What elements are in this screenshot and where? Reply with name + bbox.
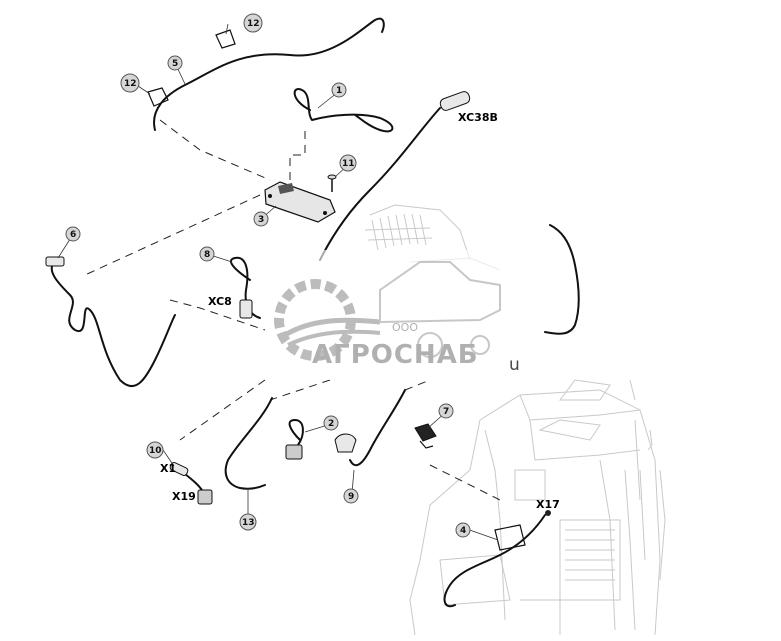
- harness-5: [147, 17, 385, 131]
- callout-4: 4: [455, 522, 471, 538]
- label-x19: X19: [172, 490, 196, 503]
- connector-labels: XC38B XC8 X1 X19 X17: [160, 111, 560, 511]
- svg-text:7: 7: [443, 407, 449, 417]
- callout-6: 6: [65, 226, 81, 242]
- label-x1: X1: [160, 462, 176, 475]
- svg-text:11: 11: [342, 159, 355, 169]
- svg-text:8: 8: [204, 250, 210, 260]
- watermark-suffix: u: [509, 355, 520, 375]
- callout-8: 8: [199, 246, 215, 262]
- harness-1: [293, 88, 394, 133]
- callout-1: 1: [331, 82, 347, 98]
- label-xc38b: XC38B: [458, 111, 498, 124]
- svg-text:1: 1: [336, 86, 342, 96]
- label-xc8: XC8: [208, 295, 232, 308]
- watermark-prefix: ООО: [392, 321, 418, 334]
- svg-text:12: 12: [124, 79, 137, 89]
- svg-text:5: 5: [172, 59, 178, 69]
- harness-4: [443, 510, 551, 608]
- callout-11: 11: [339, 154, 357, 172]
- harness-8: [230, 256, 261, 319]
- harness-right: [544, 224, 580, 335]
- assembly-lines: [84, 119, 501, 501]
- cab-outline: [409, 379, 666, 636]
- callout-13: 13: [239, 513, 257, 531]
- svg-text:12: 12: [247, 19, 260, 29]
- svg-text:13: 13: [242, 518, 255, 528]
- callout-9: 9: [343, 488, 359, 504]
- cable-9: [334, 389, 406, 467]
- callout-5: 5: [167, 55, 183, 71]
- watermark: ООО АГРОСНАБ u: [270, 250, 520, 380]
- svg-text:2: 2: [328, 419, 334, 429]
- switch-7: [414, 423, 437, 449]
- harness-6: [45, 256, 176, 388]
- callout-3: 3: [253, 211, 269, 227]
- harness-xc38b: [319, 91, 471, 261]
- callout-10: 10: [146, 441, 164, 459]
- label-x17: X17: [536, 498, 560, 511]
- svg-text:10: 10: [149, 446, 162, 456]
- svg-text:3: 3: [258, 215, 264, 225]
- control-module-3: [264, 181, 336, 223]
- connector-10: [169, 462, 213, 505]
- callout-7: 7: [438, 403, 454, 419]
- svg-text:9: 9: [348, 492, 354, 502]
- callout-12-top: 12: [243, 13, 263, 33]
- svg-text:4: 4: [460, 526, 466, 536]
- callout-2: 2: [323, 415, 339, 431]
- hose-13: [224, 397, 273, 490]
- watermark-brand: АГРОСНАБ: [312, 340, 479, 370]
- leader-lines: [57, 23, 499, 541]
- bolt-11: [327, 174, 337, 192]
- svg-text:6: 6: [70, 230, 76, 240]
- connector-2: [285, 419, 304, 460]
- callout-12-left: 12: [120, 73, 140, 93]
